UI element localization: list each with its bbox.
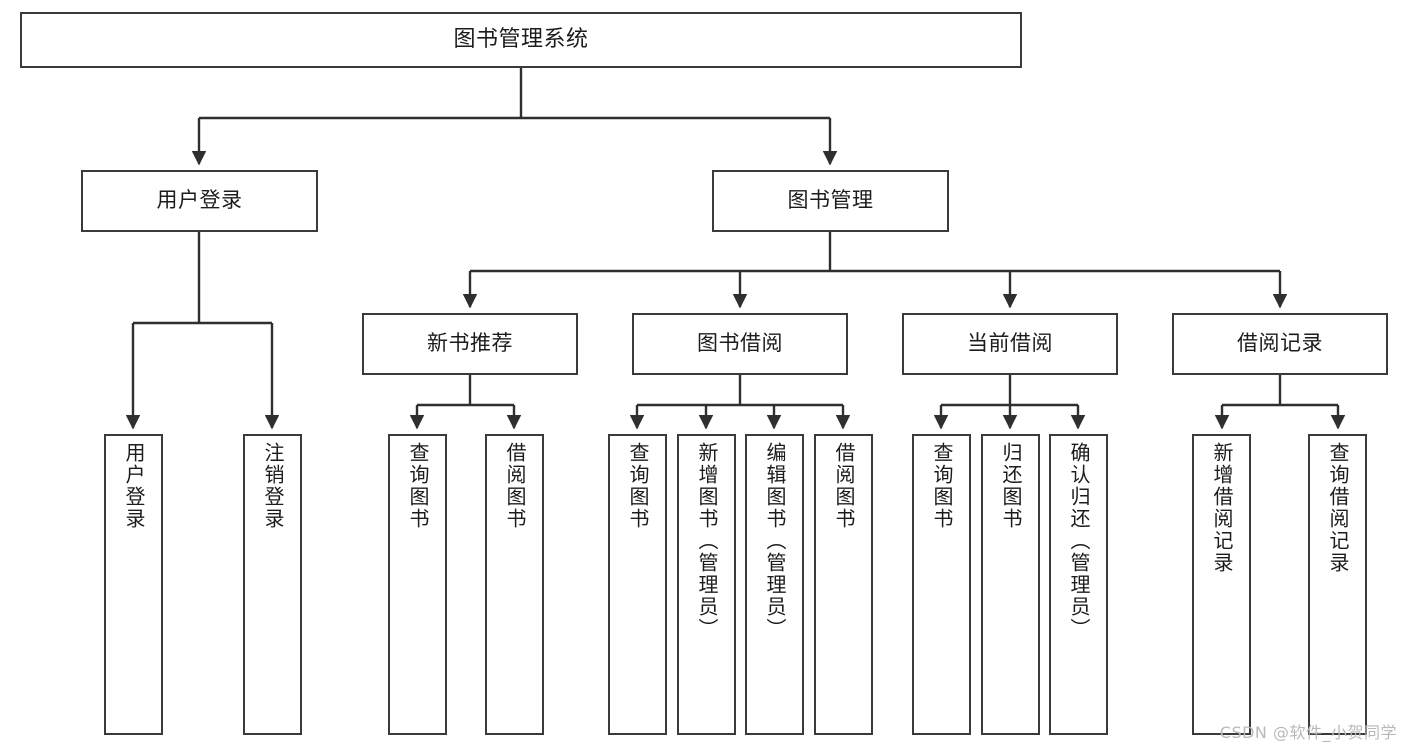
node-leaf-add-record-label: 新增借阅记录: [1210, 442, 1234, 574]
node-leaf-user-logout[interactable]: 注销登录: [243, 434, 302, 735]
node-book-management-label: 图书管理: [787, 188, 874, 213]
node-leaf-query-record[interactable]: 查询借阅记录: [1308, 434, 1367, 735]
node-leaf-add-record[interactable]: 新增借阅记录: [1192, 434, 1251, 735]
node-borrow-record-label: 借阅记录: [1237, 331, 1323, 356]
node-leaf-borrow-book-1[interactable]: 借阅图书: [485, 434, 544, 735]
node-leaf-query-book-3-label: 查询图书: [930, 442, 954, 530]
node-book-borrow[interactable]: 图书借阅: [632, 313, 848, 375]
node-leaf-edit-book[interactable]: 编辑图书（管理员）: [745, 434, 804, 735]
node-leaf-user-login-label: 用户登录: [122, 442, 146, 530]
node-leaf-query-book-1-label: 查询图书: [406, 442, 430, 530]
node-book-management[interactable]: 图书管理: [712, 170, 949, 232]
node-leaf-confirm-return-label: 确认归还（管理员）: [1067, 442, 1091, 640]
node-root[interactable]: 图书管理系统: [20, 12, 1022, 68]
node-user-login-label: 用户登录: [156, 188, 243, 213]
node-leaf-add-book-label: 新增图书（管理员）: [695, 442, 719, 640]
node-leaf-return-book[interactable]: 归还图书: [981, 434, 1040, 735]
node-leaf-query-book-2[interactable]: 查询图书: [608, 434, 667, 735]
node-leaf-query-book-3[interactable]: 查询图书: [912, 434, 971, 735]
csdn-watermark: CSDN @软件_小贺同学: [1219, 723, 1397, 742]
node-leaf-query-record-label: 查询借阅记录: [1326, 442, 1350, 574]
node-leaf-add-book[interactable]: 新增图书（管理员）: [677, 434, 736, 735]
node-leaf-return-book-label: 归还图书: [999, 442, 1023, 530]
node-leaf-query-book-1[interactable]: 查询图书: [388, 434, 447, 735]
node-leaf-query-book-2-label: 查询图书: [626, 442, 650, 530]
node-root-label: 图书管理系统: [453, 26, 589, 52]
node-leaf-user-login[interactable]: 用户登录: [104, 434, 163, 735]
node-borrow-record[interactable]: 借阅记录: [1172, 313, 1388, 375]
node-new-book-recommend[interactable]: 新书推荐: [362, 313, 578, 375]
node-leaf-edit-book-label: 编辑图书（管理员）: [763, 442, 787, 640]
node-new-book-recommend-label: 新书推荐: [427, 331, 513, 356]
node-leaf-borrow-book-1-label: 借阅图书: [503, 442, 527, 530]
node-user-login[interactable]: 用户登录: [81, 170, 318, 232]
node-leaf-user-logout-label: 注销登录: [261, 442, 285, 530]
node-leaf-borrow-book-2[interactable]: 借阅图书: [814, 434, 873, 735]
node-leaf-confirm-return[interactable]: 确认归还（管理员）: [1049, 434, 1108, 735]
node-current-borrow[interactable]: 当前借阅: [902, 313, 1118, 375]
node-leaf-borrow-book-2-label: 借阅图书: [832, 442, 856, 530]
node-book-borrow-label: 图书借阅: [697, 331, 783, 356]
node-current-borrow-label: 当前借阅: [967, 331, 1053, 356]
